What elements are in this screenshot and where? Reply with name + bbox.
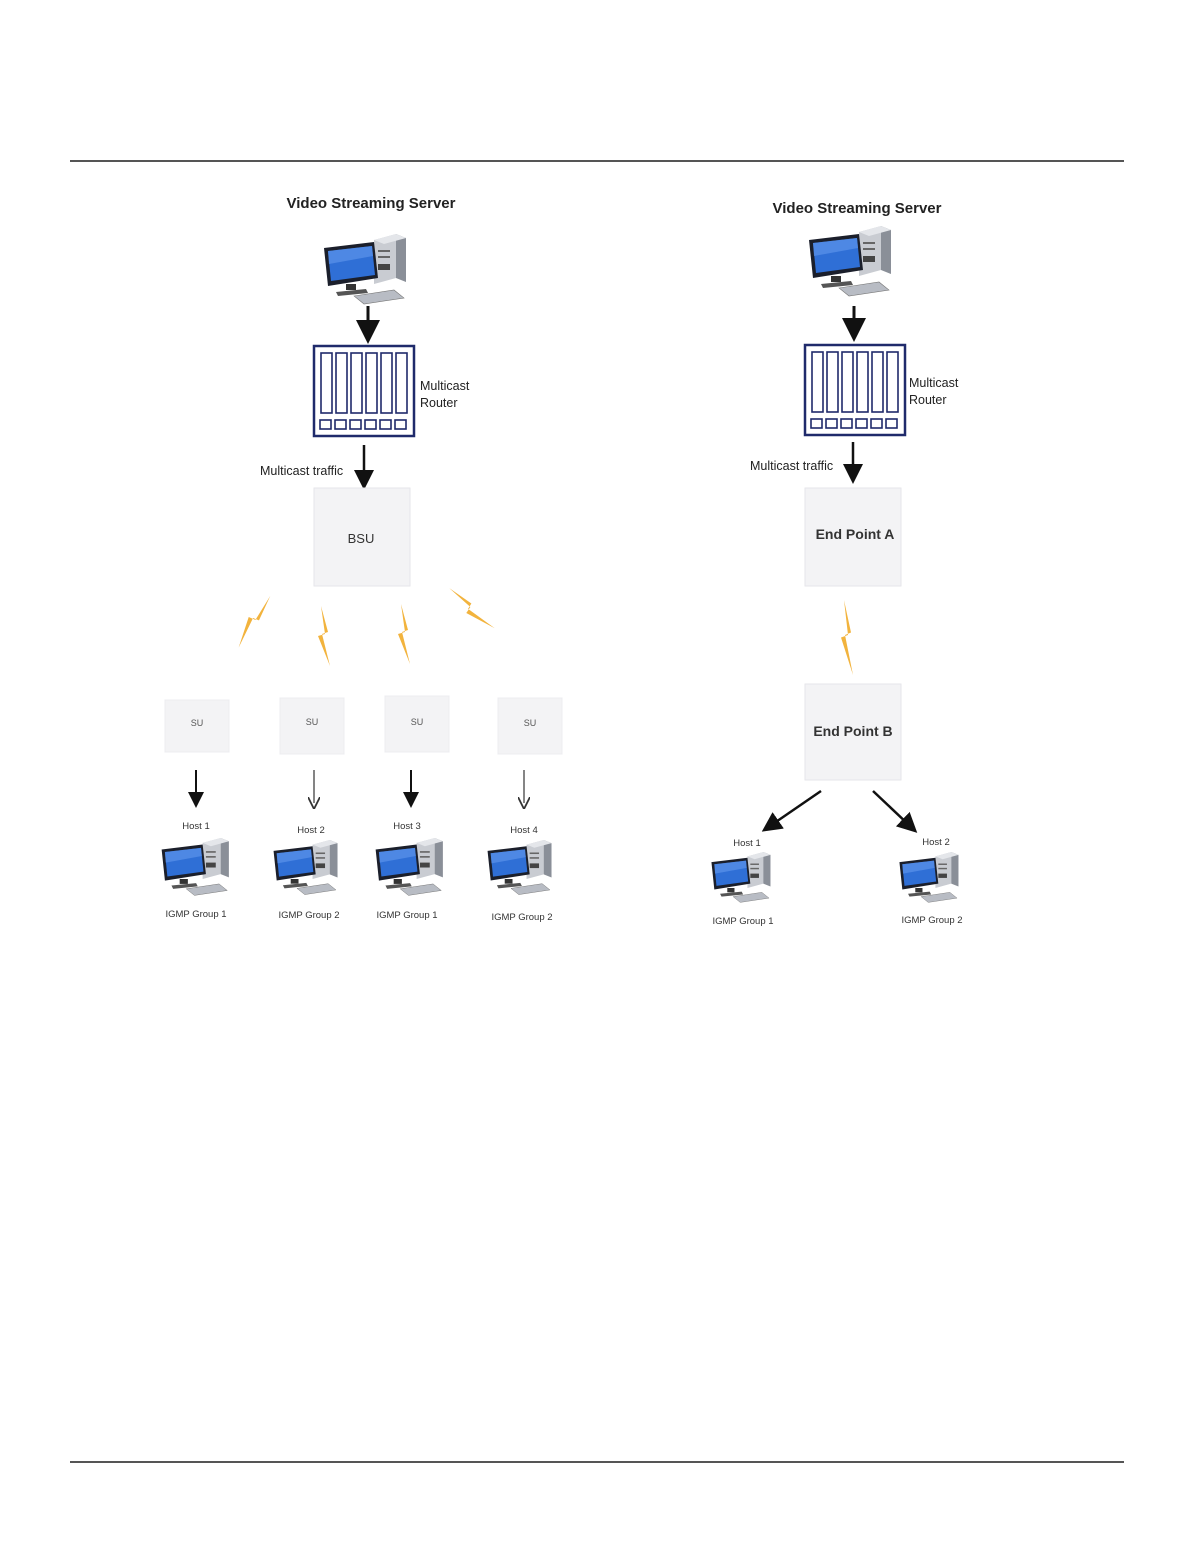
su-label-1: SU: [191, 718, 204, 728]
right-lightning-icon: [841, 600, 853, 675]
right-host-1-name: Host 1: [733, 838, 760, 849]
right-host-1-group: IGMP Group 1: [712, 916, 773, 927]
right-router-icon: [805, 345, 905, 435]
left-host-1-name: Host 1: [182, 821, 209, 832]
lightning-icon-1: [229, 594, 277, 648]
right-host-arrow-1: [770, 791, 821, 826]
su-label-2: SU: [306, 717, 319, 727]
bsu-label: BSU: [348, 531, 375, 546]
left-traffic-label: Multicast traffic: [260, 464, 343, 478]
left-host-2-name: Host 2: [297, 825, 324, 836]
right-host-2-icon: [899, 852, 958, 902]
left-router-label-1: Multicast: [420, 379, 470, 393]
right-title: Video Streaming Server: [773, 200, 942, 217]
left-host-3-name: Host 3: [393, 821, 420, 832]
endpoint-a-label: End Point A: [816, 526, 895, 542]
right-traffic-label: Multicast traffic: [750, 459, 833, 473]
right-host-2-name: Host 2: [922, 837, 949, 848]
lightning-icon-2: [318, 606, 330, 666]
right-host-arrow-2: [873, 791, 910, 826]
su-label-4: SU: [524, 718, 537, 728]
right-server-icon: [809, 226, 891, 296]
left-host-3-icon: [376, 838, 443, 895]
left-host-4-group: IGMP Group 2: [491, 912, 552, 923]
lightning-icon-4: [447, 582, 495, 636]
left-title: Video Streaming Server: [287, 195, 456, 212]
left-host-3-group: IGMP Group 1: [376, 910, 437, 921]
left-host-2-icon: [274, 840, 338, 895]
lightning-icon-3: [398, 604, 410, 664]
right-host-1-icon: [711, 852, 770, 902]
left-router-label-2: Router: [420, 396, 458, 410]
left-router-icon: [314, 346, 414, 436]
right-router-label-1: Multicast: [909, 376, 959, 390]
left-host-4-icon: [488, 840, 552, 895]
endpoint-b-label: End Point B: [813, 723, 892, 739]
left-host-1-group: IGMP Group 1: [165, 909, 226, 920]
right-host-2-group: IGMP Group 2: [901, 915, 962, 926]
left-server-icon: [324, 234, 406, 304]
su-label-3: SU: [411, 717, 424, 727]
left-host-1-icon: [162, 838, 229, 895]
left-host-4-name: Host 4: [510, 825, 537, 836]
right-router-label-2: Router: [909, 393, 947, 407]
left-host-2-group: IGMP Group 2: [278, 910, 339, 921]
